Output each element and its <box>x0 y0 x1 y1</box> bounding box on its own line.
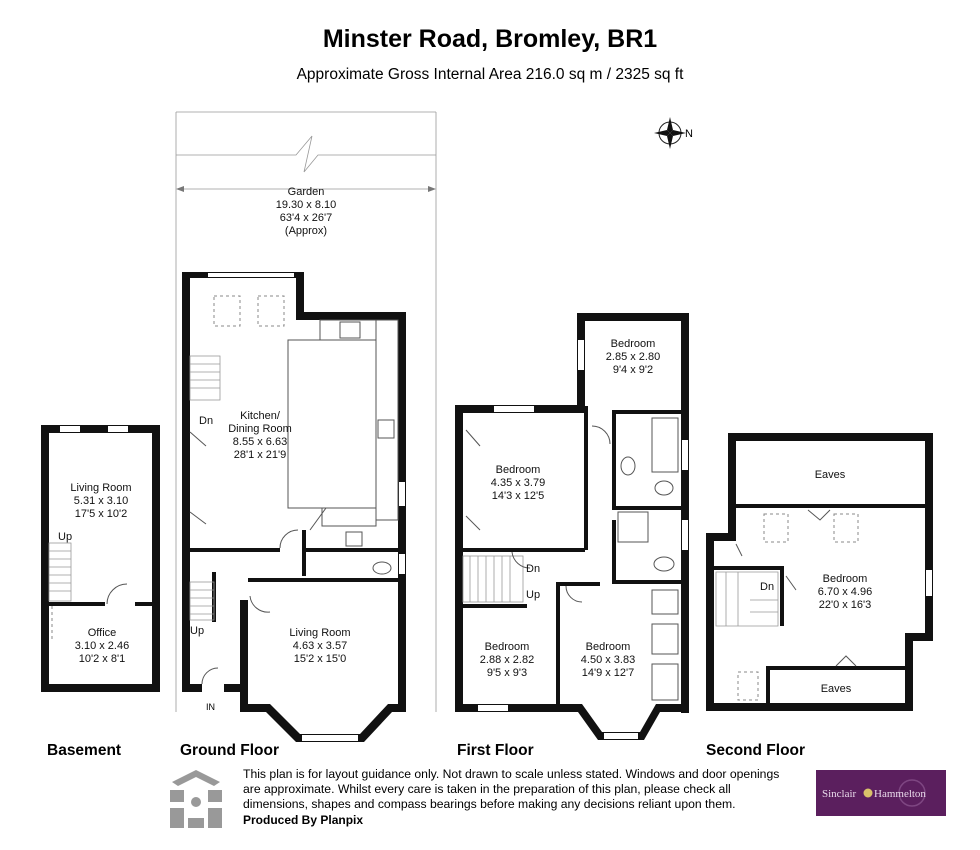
floor-label-ground: Ground Floor <box>180 742 279 759</box>
first-dn-label: Dn <box>526 563 540 575</box>
agent-logo: Sinclair Hammelton <box>816 770 946 816</box>
basement-living-imperial: 17'5 x 10'2 <box>75 508 128 520</box>
basement-living-metric: 5.31 x 3.10 <box>74 495 128 507</box>
garden-metric: 19.30 x 8.10 <box>276 199 337 211</box>
ground-dn-label: Dn <box>199 415 213 427</box>
floor-label-second: Second Floor <box>706 742 805 759</box>
kitchen-name-2: Dining Room <box>228 423 292 435</box>
basement-plan <box>41 425 160 692</box>
agent-logo-text-1: Sinclair <box>822 788 857 800</box>
kitchen-metric: 8.55 x 6.63 <box>233 436 287 448</box>
disclaimer-line-2: are approximate. Whilst every care is ta… <box>243 782 731 796</box>
second-dn-label: Dn <box>760 581 774 593</box>
agent-logo-text-2: Hammelton <box>874 788 926 800</box>
ff-bed-left-imperial: 14'3 x 12'5 <box>492 490 545 502</box>
floor-label-basement: Basement <box>47 742 121 759</box>
ff-bed-front-metric: 4.50 x 3.83 <box>581 654 635 666</box>
sf-bed-metric: 6.70 x 4.96 <box>818 586 872 598</box>
basement-up-label: Up <box>58 531 72 543</box>
ground-up-label: Up <box>190 625 204 637</box>
garden-name: Garden <box>288 186 325 198</box>
entrance-in-label: IN <box>206 702 215 712</box>
office-metric: 3.10 x 2.46 <box>75 640 129 652</box>
compass-north-label: N <box>685 128 693 140</box>
garden-area <box>175 111 437 712</box>
sf-bed-name: Bedroom <box>823 573 868 585</box>
ground-living-metric: 4.63 x 3.57 <box>293 640 347 652</box>
ff-bed-top-imperial: 9'4 x 9'2 <box>613 364 653 376</box>
page-title: Minster Road, Bromley, BR1 <box>323 25 657 53</box>
page-subtitle: Approximate Gross Internal Area 216.0 sq… <box>297 66 685 83</box>
disclaimer-line-3: dimensions, shapes and compass bearings … <box>243 797 736 811</box>
floor-label-first: First Floor <box>457 742 534 759</box>
kitchen-name: Kitchen/ <box>240 410 281 422</box>
first-up-label: Up <box>526 589 540 601</box>
agent-logo-emblem-icon <box>863 788 873 798</box>
planpix-logo-icon <box>170 770 222 828</box>
ff-bed-small-name: Bedroom <box>485 641 530 653</box>
ff-bed-small-imperial: 9'5 x 9'3 <box>487 667 527 679</box>
garden-imperial: 63'4 x 26'7 <box>280 212 333 224</box>
ff-bed-front-name: Bedroom <box>586 641 631 653</box>
ff-bed-left-name: Bedroom <box>496 464 541 476</box>
ground-living-name: Living Room <box>289 627 350 639</box>
ground-floor-plan <box>182 272 406 742</box>
ff-bed-left-metric: 4.35 x 3.79 <box>491 477 545 489</box>
disclaimer-line-1: This plan is for layout guidance only. N… <box>243 767 779 781</box>
office-imperial: 10'2 x 8'1 <box>79 653 125 665</box>
kitchen-imperial: 28'1 x 21'9 <box>234 449 287 461</box>
second-floor-plan <box>706 433 933 711</box>
ff-bed-small-metric: 2.88 x 2.82 <box>480 654 534 666</box>
ground-living-imperial: 15'2 x 15'0 <box>294 653 347 665</box>
ff-bed-front-imperial: 14'9 x 12'7 <box>582 667 635 679</box>
garden-note: (Approx) <box>285 225 327 237</box>
eaves-bottom-name: Eaves <box>821 683 852 695</box>
ff-bed-top-name: Bedroom <box>611 338 656 350</box>
compass-rose-icon <box>654 117 686 149</box>
office-name: Office <box>88 627 117 639</box>
sf-bed-imperial: 22'0 x 16'3 <box>819 599 872 611</box>
eaves-top-name: Eaves <box>815 469 846 481</box>
basement-living-name: Living Room <box>70 482 131 494</box>
first-floor-plan <box>455 313 689 740</box>
produced-by: Produced By Planpix <box>243 813 363 827</box>
ff-bed-top-metric: 2.85 x 2.80 <box>606 351 660 363</box>
